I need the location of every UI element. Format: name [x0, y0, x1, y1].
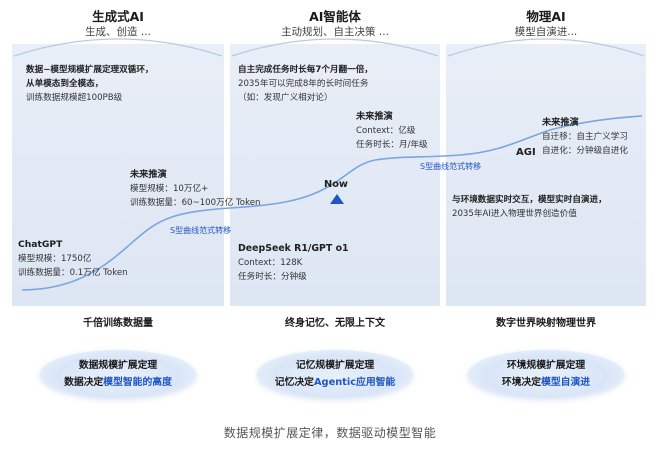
pill2-line1: 记忆规模扩展定理	[295, 360, 375, 371]
now-label: Now	[324, 179, 348, 190]
column-subtitle-generative-ai: 生成、创造 ...	[85, 26, 151, 38]
p2-future-heading: 未来推演	[356, 111, 393, 122]
pill1-line1: 数据规模扩展定理	[78, 360, 158, 371]
pill2-line2-highlight: Agentic应用智能	[313, 377, 396, 388]
arc-middle	[231, 38, 439, 57]
pill1-line2-highlight: 模型智能的高度	[103, 377, 172, 388]
p1-top-line3: 训练数据规模超100PB级	[26, 93, 123, 103]
now-marker	[330, 194, 344, 204]
pill2-line2-prefix: 记忆决定	[274, 377, 314, 388]
p2-top-line2: 2035年可以完成8年的长时间任务	[238, 79, 369, 89]
pill-environment-scaling	[468, 350, 624, 398]
column-title-physical-ai: 物理AI	[526, 9, 566, 24]
pill2-line2: 记忆决定Agentic应用智能	[257, 374, 413, 388]
p3-future-heading: 未来推演	[542, 117, 579, 128]
agi-label: AGI	[516, 147, 536, 158]
column-title-generative-ai: 生成式AI	[92, 9, 144, 24]
pill3-line1: 环境规模扩展定理	[506, 360, 586, 371]
p3-future-line2: 自进化：分钟级自进化	[542, 146, 628, 156]
p2-top-line3: （如：发现广义相对论）	[238, 93, 333, 103]
pill-data-scaling	[40, 350, 196, 398]
column-title-ai-agent: AI智能体	[309, 9, 361, 24]
arc-right	[447, 38, 645, 57]
p1-top-line1: 数据−模型规模扩展定理双循环，	[26, 65, 154, 75]
p2-deepseek-heading: DeepSeek R1/GPT o1	[238, 243, 349, 254]
panel-physical-ai	[446, 44, 646, 306]
p1-chatgpt-line2: 训练数据量：0.1万亿 Token	[18, 268, 128, 278]
p2-future-line2: 任务时长：月/年级	[356, 140, 428, 150]
p1-top-line2: 从单模态到全模态，	[26, 79, 104, 89]
panel-generative-ai	[12, 44, 224, 306]
p1-future-heading: 未来推演	[130, 169, 167, 180]
p2-deepseek-line1: Context：128K	[238, 258, 303, 268]
bottom-label-lifelong-memory: 终身记忆、无限上下文	[285, 318, 385, 329]
p2-transition-label: S型曲线范式转移	[420, 162, 482, 171]
pill3-line2-highlight: 模型自演进	[541, 377, 591, 388]
p3-mid-line1: 与环境数据实时交互，模型实时自演进，	[452, 195, 607, 205]
arc-left	[13, 38, 223, 57]
column-subtitle-ai-agent: 主动规划、自主决策 ...	[281, 26, 389, 38]
p1-future-line2: 训练数据量：60~100万亿 Token	[130, 198, 261, 208]
p2-future-line1: Context：亿级	[356, 126, 416, 136]
pill3-line2: 环境决定模型自演进	[468, 374, 624, 388]
pill1-line2-prefix: 数据决定	[64, 377, 104, 388]
pill-memory-scaling	[257, 350, 413, 398]
pill1-line2: 数据决定模型智能的高度	[40, 374, 196, 388]
bottom-label-digital-physical: 数字世界映射物理世界	[496, 318, 596, 329]
s-curve	[21, 115, 643, 291]
p3-future-line1: 自迁移：自主广义学习	[542, 132, 628, 142]
bottom-label-training-data: 千倍训练数据量	[83, 318, 153, 329]
p1-chatgpt-line1: 模型规模：1750亿	[18, 254, 92, 264]
p2-top-line1: 自主完成任务时长每7个月翻一倍，	[238, 65, 373, 75]
figure-caption: 数据规模扩展定律，数据驱动模型智能	[223, 426, 437, 440]
column-subtitle-physical-ai: 模型自演进...	[514, 26, 578, 38]
p1-future-line1: 模型规模：10万亿+	[130, 184, 209, 194]
p1-transition-label: S型曲线范式转移	[170, 226, 232, 235]
p2-deepseek-line2: 任务时长：分钟级	[238, 272, 307, 282]
p3-mid-line2: 2035年AI进入物理世界创造价值	[452, 209, 577, 219]
pill3-line2-prefix: 环境决定	[501, 377, 542, 388]
p1-chatgpt-heading: ChatGPT	[18, 239, 63, 250]
panel-ai-agent	[230, 44, 440, 306]
